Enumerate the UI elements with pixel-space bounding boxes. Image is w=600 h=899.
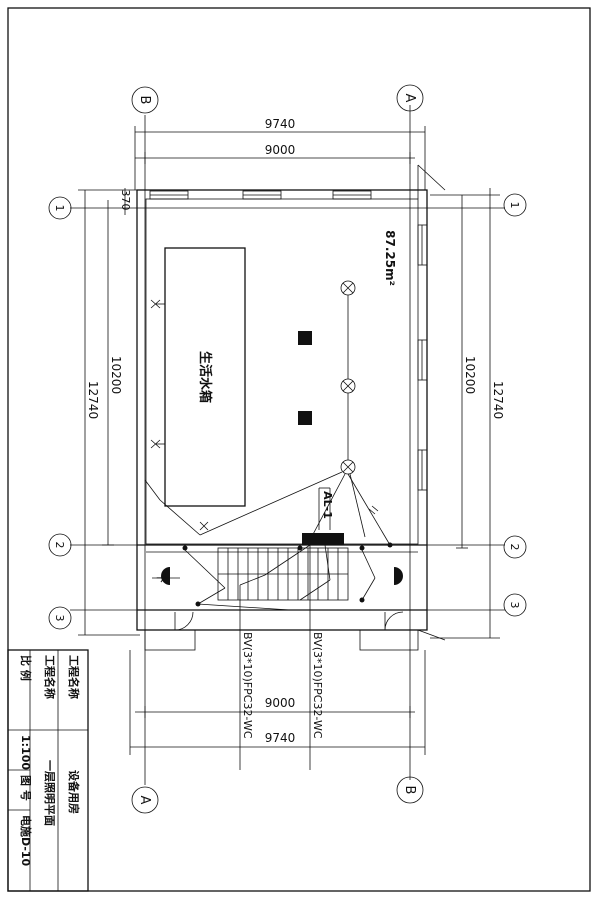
- svg-text:3: 3: [508, 602, 521, 609]
- axis-bubble-3-right: 3: [503, 593, 527, 617]
- staircase: [217, 547, 349, 601]
- svg-text:1: 1: [53, 205, 66, 212]
- light-fixture-icon: [340, 280, 356, 296]
- water-tank: 生活水箱: [150, 247, 246, 531]
- svg-text:1: 1: [508, 202, 521, 209]
- water-tank-label: 生活水箱: [197, 351, 213, 403]
- light-fixture-icon: [340, 459, 356, 475]
- feeder-cable-label: BV(3*10)FPC32-WC: [241, 632, 254, 739]
- svg-text:2: 2: [508, 544, 521, 551]
- switch-icon: [195, 601, 201, 607]
- dim-width-inner-bottom: 9000: [265, 696, 296, 710]
- dimension-left: 370 10200 12740: [78, 188, 140, 636]
- axis-bubble-A-bottom: A: [131, 786, 159, 814]
- svg-text:B: B: [137, 96, 152, 105]
- panel-label: AL-1: [321, 491, 334, 519]
- project-name-label: 工程名称: [67, 655, 81, 699]
- drawing-name-value: 一层照明平面: [43, 760, 56, 826]
- switch-icon: [359, 597, 365, 603]
- equipment-square: [298, 331, 312, 345]
- dim-length-inner-left: 10200: [109, 356, 123, 394]
- dimension-bottom: 9000 9740: [129, 650, 426, 755]
- building-walls: [136, 164, 446, 651]
- scale-label: 比 例: [19, 655, 33, 681]
- sheet-border: [7, 7, 591, 892]
- dimension-right: 10200 12740: [430, 188, 505, 639]
- distribution-panel-icon: [302, 533, 344, 545]
- door-swing: [174, 611, 194, 631]
- door-swing: [384, 611, 404, 631]
- svg-text:B: B: [402, 786, 417, 795]
- dim-length-outer-left: 12740: [86, 381, 100, 419]
- windows-right-wall: [417, 224, 428, 491]
- wall-lamp-icon: [161, 567, 170, 585]
- axis-bubble-2-right: 2: [503, 535, 527, 559]
- dim-length-outer-right: 12740: [491, 381, 505, 419]
- axis-bubble-2-left: 2: [48, 533, 72, 557]
- dimension-top: 9740 9000: [134, 117, 426, 190]
- svg-text:2: 2: [53, 542, 66, 549]
- dim-width-outer-bottom: 9740: [265, 731, 296, 745]
- scale-value: 1:100: [19, 735, 32, 770]
- dim-width-inner-top: 9000: [265, 143, 296, 157]
- axis-bubble-B-bottom: B: [396, 776, 424, 804]
- axis-bubble-3-left: 3: [48, 606, 72, 630]
- axis-bubble-A-top: A: [396, 84, 424, 112]
- svg-text:3: 3: [53, 615, 66, 622]
- axis-bubble-1-right: 1: [503, 193, 527, 217]
- drawing-number-value: 电施D-10: [19, 815, 33, 867]
- equipment-square: [298, 411, 312, 425]
- light-fixture-icon: [340, 378, 356, 394]
- dim-length-inner-right: 10200: [463, 356, 477, 394]
- axis-bubble-1-left: 1: [48, 196, 72, 220]
- svg-text:A: A: [137, 796, 152, 805]
- switch-icon: [359, 545, 365, 551]
- switch-icon: [182, 545, 188, 551]
- dim-width-outer-top: 9740: [265, 117, 296, 131]
- svg-text:A: A: [402, 94, 417, 103]
- switch-icon: [387, 542, 393, 548]
- grid-lines: [70, 105, 505, 785]
- room-area-label: 87.25m²: [383, 230, 397, 286]
- drawing-number-label: 图 号: [19, 775, 32, 801]
- axis-bubble-B-top: B: [131, 86, 159, 114]
- wall-lamp-icon: [394, 567, 403, 585]
- title-block: 工程名称 设备用房 工程名称 一层照明平面 比 例 1:100 图 号 电施D-…: [7, 649, 89, 892]
- windows-top-wall: [149, 190, 372, 200]
- dim-wall-thickness: 370: [119, 190, 132, 211]
- project-name-value: 设备用房: [67, 770, 81, 814]
- feeder-cable-label: BV(3*10)FPC32-WC: [311, 632, 324, 739]
- drawing-name-label: 工程名称: [43, 655, 57, 699]
